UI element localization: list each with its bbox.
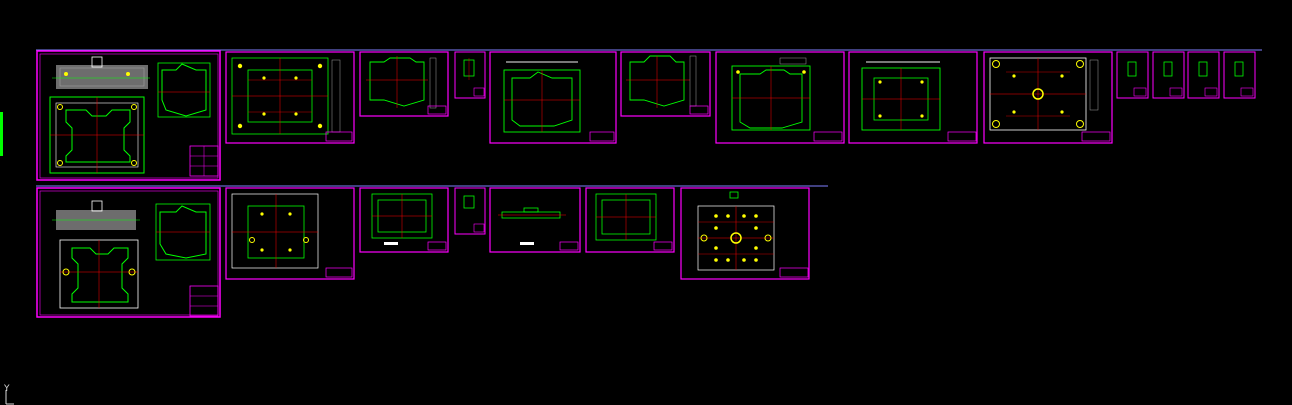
drawing-sheet-14[interactable] bbox=[36, 187, 221, 318]
drawing-sheet-13[interactable] bbox=[1223, 51, 1256, 99]
drawing-sheet-3[interactable] bbox=[359, 51, 449, 117]
drawing-sheet-5[interactable] bbox=[489, 51, 617, 144]
drawing-sheet-18[interactable] bbox=[489, 187, 581, 253]
drawing-sheet-17[interactable] bbox=[454, 187, 486, 235]
drawing-sheet-4[interactable] bbox=[454, 51, 486, 99]
drawing-sheet-19[interactable] bbox=[585, 187, 675, 253]
drawing-sheet-20[interactable] bbox=[680, 187, 810, 280]
drawing-sheet-7[interactable] bbox=[715, 51, 845, 144]
drawing-sheet-2[interactable] bbox=[225, 51, 355, 144]
drawing-sheet-9[interactable] bbox=[983, 51, 1113, 144]
drawing-sheet-10[interactable] bbox=[1116, 51, 1149, 99]
drawing-sheet-1[interactable] bbox=[36, 50, 221, 181]
drawing-sheet-12[interactable] bbox=[1187, 51, 1220, 99]
ucs-axis-label: Y bbox=[4, 384, 10, 394]
drawing-sheet-16[interactable] bbox=[359, 187, 449, 253]
drawing-sheet-15[interactable] bbox=[225, 187, 355, 280]
ucs-icon bbox=[5, 390, 14, 405]
drawing-sheet-8[interactable] bbox=[848, 51, 978, 144]
side-selection-marker bbox=[0, 112, 3, 156]
drawing-sheet-11[interactable] bbox=[1152, 51, 1185, 99]
drawing-sheet-6[interactable] bbox=[620, 51, 711, 117]
